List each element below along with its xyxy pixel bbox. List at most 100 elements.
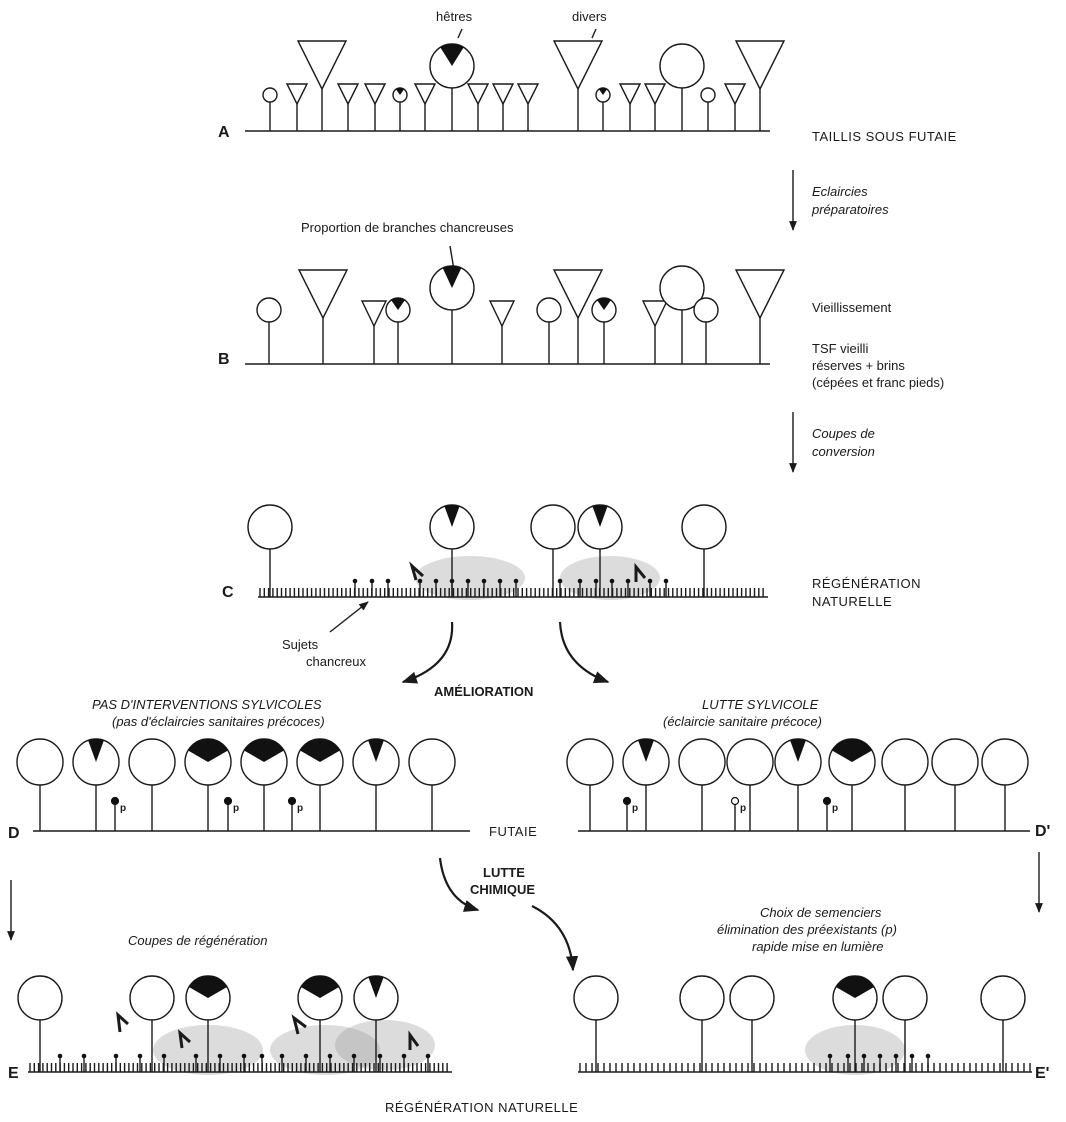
- beech-tree: [881, 738, 929, 831]
- other-tree: [618, 83, 642, 131]
- infected-seedling-dot: [497, 578, 503, 584]
- tree-crown: [931, 738, 979, 786]
- infected-seedling-dot: [909, 1053, 915, 1059]
- beech-tree: [240, 738, 288, 831]
- preexisting-marker: p: [287, 796, 303, 831]
- other-tree: [336, 83, 360, 131]
- other-tree: [723, 83, 747, 131]
- beech-tree: [429, 265, 475, 364]
- beech-tree: [16, 738, 64, 831]
- tree-crown: [659, 43, 705, 89]
- tree-crown: [491, 83, 515, 106]
- beech-tree: [622, 738, 670, 831]
- beech-tree: [353, 975, 399, 1072]
- canker-wedge: [88, 739, 104, 762]
- infected-seedling-dot: [351, 1053, 357, 1059]
- stage-d-prime: LUTTE SYLVICOLE (éclaircie sanitaire pré…: [566, 697, 1050, 840]
- tree-crown: [285, 83, 309, 106]
- preexisting-marker: p: [822, 796, 838, 831]
- preexisting-marker: p: [622, 796, 638, 831]
- canker-wedge: [300, 976, 340, 998]
- infected-seedling-dot: [217, 1053, 223, 1059]
- label-proportion-branches: Proportion de branches chancreuses: [301, 220, 514, 235]
- stage-label-e: E: [8, 1065, 19, 1082]
- tree-crown: [247, 504, 293, 550]
- beech-tree: [681, 504, 727, 597]
- beech-tree: [931, 738, 979, 831]
- beech-tree: [832, 975, 878, 1072]
- regeneration-shadow: [335, 1020, 435, 1070]
- tree-crown: [536, 297, 562, 323]
- tree-crown: [296, 40, 348, 91]
- infected-seedling-dot: [557, 578, 563, 584]
- beech-tree: [296, 738, 344, 831]
- tree-crown: [980, 975, 1026, 1021]
- preexisting-marker: p: [730, 796, 746, 831]
- beech-tree: [774, 738, 822, 831]
- trees-e: [17, 975, 399, 1072]
- infected-seedling-dot: [663, 578, 669, 584]
- canker-wedge: [244, 739, 284, 762]
- dispersal-arrow: [408, 1030, 420, 1050]
- infected-seedling-dot: [113, 1053, 119, 1059]
- dispersal-arrow: [116, 1011, 130, 1033]
- dispersal-arrow: [634, 562, 647, 582]
- tree-crown: [882, 975, 928, 1021]
- infected-seedling-dot: [352, 578, 358, 584]
- beech-tree: [262, 87, 278, 131]
- canker-wedge: [440, 43, 464, 66]
- label-amelioration: AMÉLIORATION: [434, 684, 533, 699]
- canker-wedge: [188, 976, 228, 998]
- trees-c: [247, 504, 727, 597]
- stage-a: A hêtres divers TAILLIS SOUS FUTAIE: [218, 9, 956, 144]
- tree-crown: [729, 975, 775, 1021]
- infected-seedling-dot: [845, 1053, 851, 1059]
- other-tree: [734, 40, 786, 131]
- regeneration-shadow: [415, 556, 525, 600]
- tree-crown: [734, 269, 786, 320]
- canker-wedge: [790, 739, 806, 762]
- tree-crown: [700, 87, 716, 103]
- infected-seedling-dot: [481, 578, 487, 584]
- beech-tree: [247, 504, 293, 597]
- other-tree: [491, 83, 515, 131]
- preexisting-dot: [730, 796, 740, 806]
- label-tsf-1: TSF vieilli: [812, 341, 868, 356]
- infected-seedling-dot: [401, 1053, 407, 1059]
- beech-tree: [882, 975, 928, 1072]
- beech-tree: [659, 43, 705, 131]
- preexisting-letter: p: [832, 803, 838, 814]
- pointer-hetres: [457, 28, 463, 39]
- stage-label-a: A: [218, 124, 230, 141]
- other-tree: [466, 83, 490, 131]
- tree-crown: [693, 297, 719, 323]
- beech-tree: [828, 738, 876, 831]
- infected-seedling-dot: [465, 578, 471, 584]
- beech-tree: [530, 504, 576, 597]
- tree-crown: [488, 300, 516, 328]
- tree-crown: [734, 40, 786, 91]
- canker-wedge: [300, 739, 340, 762]
- tree-crown: [128, 738, 176, 786]
- other-tree: [552, 269, 604, 364]
- beech-tree: [573, 975, 619, 1072]
- label-sujets-2: chancreux: [306, 654, 366, 669]
- canker-wedge: [597, 297, 611, 310]
- beech-tree: [980, 975, 1026, 1072]
- tree-crown: [678, 738, 726, 786]
- trees-d: [16, 738, 456, 831]
- beech-tree: [678, 738, 726, 831]
- other-tree: [296, 40, 348, 131]
- canker-wedge: [368, 739, 384, 762]
- beech-tree: [385, 297, 411, 364]
- tree-crown: [552, 40, 604, 91]
- infected-seedling-dot: [57, 1053, 63, 1059]
- infected-seedling-dot: [303, 1053, 309, 1059]
- other-tree: [488, 300, 516, 364]
- stage-e-prime: Choix de semenciers élimination des prée…: [573, 905, 1049, 1082]
- canker-wedge: [835, 976, 875, 998]
- label-regeneration-c-2: NATURELLE: [812, 594, 892, 609]
- arrow-c-to-dprime: [558, 621, 610, 684]
- tree-crown: [573, 975, 619, 1021]
